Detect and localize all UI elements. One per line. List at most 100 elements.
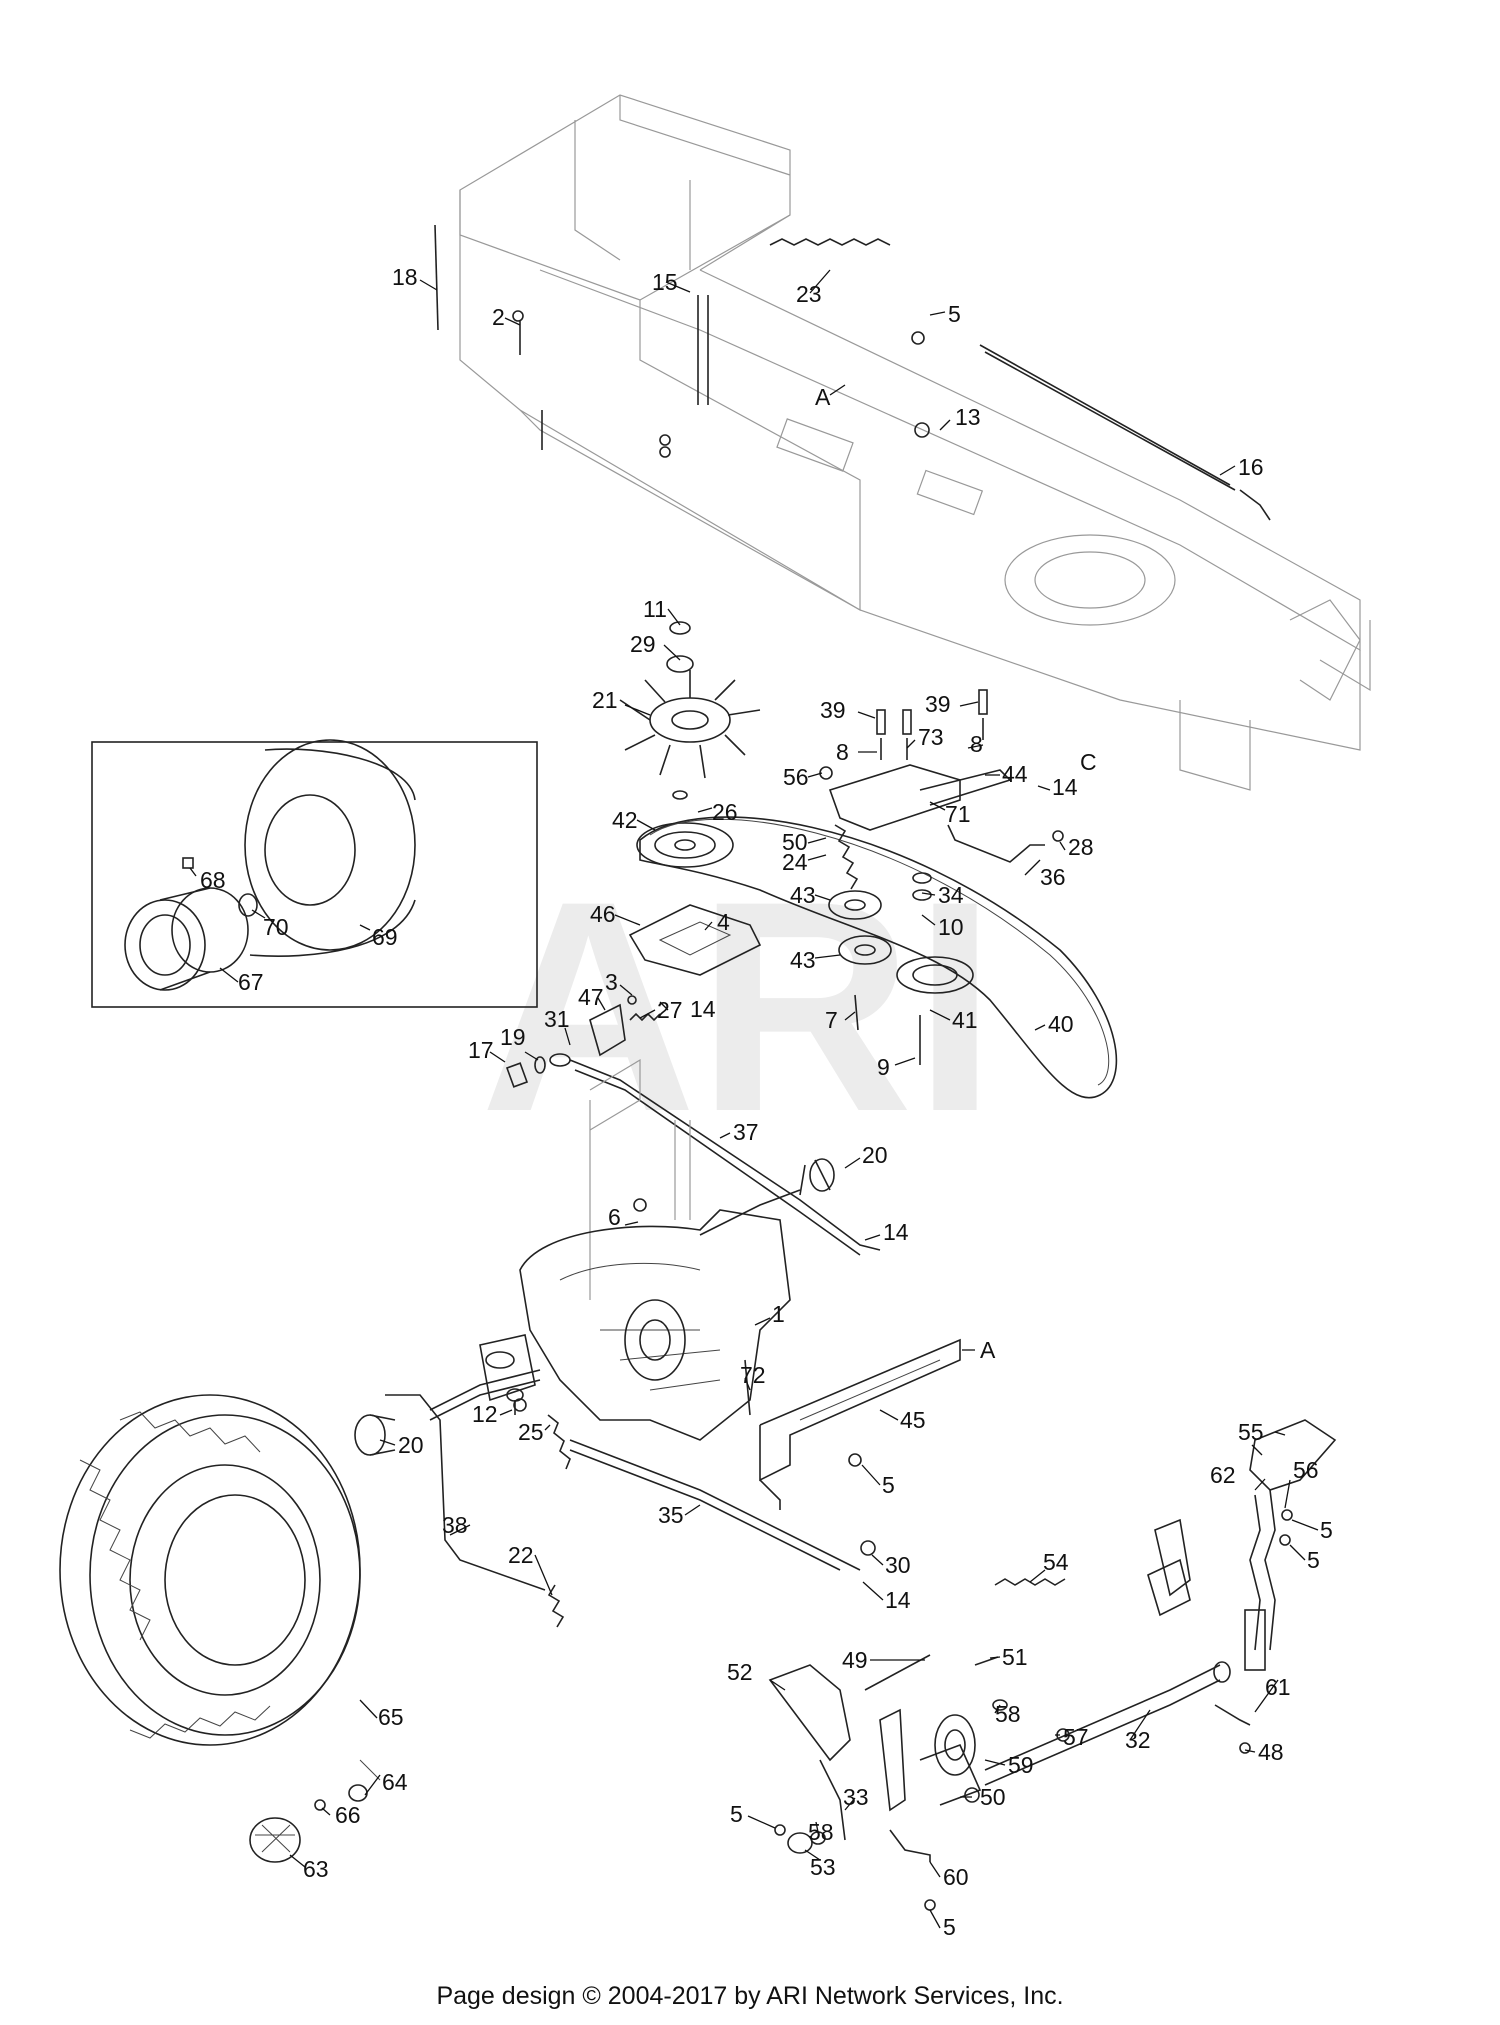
callout: 2 — [492, 304, 505, 330]
callout: 37 — [733, 1119, 759, 1145]
callout: 20 — [398, 1432, 424, 1458]
callout: 12 — [472, 1401, 498, 1427]
frame-hardware — [434, 224, 1271, 521]
callout: 5 — [882, 1472, 895, 1498]
callout: 43 — [790, 947, 816, 973]
callout: 6 — [608, 1204, 621, 1230]
callout: 7 — [825, 1007, 838, 1033]
callout: 28 — [1068, 834, 1094, 860]
callout: 69 — [372, 924, 398, 950]
callout: 5 — [1307, 1547, 1320, 1573]
callout: 61 — [1265, 1674, 1291, 1700]
callout: 49 — [842, 1647, 868, 1673]
callout: 62 — [1210, 1462, 1236, 1488]
callout: 10 — [938, 914, 964, 940]
callout: 39 — [820, 697, 846, 723]
callout: 14 — [1052, 774, 1078, 800]
callout: 20 — [862, 1142, 888, 1168]
callout: 56 — [1293, 1457, 1319, 1483]
callout: 19 — [500, 1024, 526, 1050]
callout: 55 — [1238, 1419, 1264, 1445]
callout: 8 — [970, 731, 983, 757]
callout: 38 — [442, 1512, 468, 1538]
callout: 54 — [1043, 1549, 1069, 1575]
callout: 58 — [808, 1819, 834, 1845]
callout: 13 — [955, 404, 981, 430]
tractor-frame — [459, 94, 1371, 791]
callout: 24 — [782, 849, 808, 875]
callout: 34 — [938, 882, 964, 908]
leader-lines — [189, 269, 1319, 1929]
callout: 9 — [877, 1054, 890, 1080]
callout: 30 — [885, 1552, 911, 1578]
callout: A — [815, 384, 831, 410]
callout: 50 — [980, 1784, 1006, 1810]
callout: 67 — [238, 969, 264, 995]
callout: 58 — [995, 1701, 1021, 1727]
callout: 63 — [303, 1856, 329, 1882]
callout: 14 — [690, 996, 716, 1022]
callout: 39 — [925, 691, 951, 717]
callout: 14 — [885, 1587, 911, 1613]
callout: 70 — [263, 914, 289, 940]
callout: 32 — [1125, 1727, 1151, 1753]
callout: 73 — [918, 724, 944, 750]
callout: 50 — [782, 829, 808, 855]
callout: 31 — [544, 1006, 570, 1032]
callout: 68 — [200, 867, 226, 893]
callout: 15 — [652, 269, 678, 295]
callout: 4 — [717, 909, 730, 935]
callout: 22 — [508, 1542, 534, 1568]
rear-wheel — [59, 1394, 381, 1863]
callout: 53 — [810, 1854, 836, 1880]
callout: 16 — [1238, 454, 1264, 480]
inset-wheel-detail — [91, 739, 538, 1008]
callout: 25 — [518, 1419, 544, 1445]
callout: 51 — [1002, 1644, 1028, 1670]
callout: 3 — [605, 969, 618, 995]
callout: 26 — [712, 799, 738, 825]
callout: 60 — [943, 1864, 969, 1890]
callout: 14 — [883, 1219, 909, 1245]
callout: 44 — [1002, 761, 1028, 787]
callout: 29 — [630, 631, 656, 657]
callout: 71 — [945, 801, 971, 827]
callout: 5 — [1320, 1517, 1333, 1543]
ari-watermark: ARI — [480, 838, 997, 1174]
callout: 47 — [578, 984, 604, 1010]
callout: 27 — [657, 997, 683, 1023]
callout: 45 — [900, 1407, 926, 1433]
transaxle-assembly — [354, 995, 961, 1628]
callout: 23 — [796, 281, 822, 307]
callout: 66 — [335, 1802, 361, 1828]
callout: 35 — [658, 1502, 684, 1528]
callout: 42 — [612, 807, 638, 833]
callout: 43 — [790, 882, 816, 908]
callout-labels: 18 2 15 23 5 A 13 16 11 29 21 39 8 73 39… — [200, 264, 1333, 1940]
callout: 40 — [1048, 1011, 1074, 1037]
callout: 1 — [772, 1301, 785, 1327]
copyright-footer: Page design © 2004-2017 by ARI Network S… — [436, 1982, 1064, 2010]
callout: C — [1080, 749, 1097, 775]
callout: 5 — [948, 301, 961, 327]
callout: 41 — [952, 1007, 978, 1033]
drive-belt-assembly — [619, 621, 1118, 1099]
callout: 8 — [836, 739, 849, 765]
callout: 59 — [1008, 1752, 1034, 1778]
callout: 57 — [1063, 1724, 1089, 1750]
callout: 5 — [730, 1801, 743, 1827]
callout: 48 — [1258, 1739, 1284, 1765]
callout: 65 — [378, 1704, 404, 1730]
callout: 72 — [740, 1362, 766, 1388]
callout: 36 — [1040, 864, 1066, 890]
callout: 64 — [382, 1769, 408, 1795]
callout: 18 — [392, 264, 418, 290]
callout: 11 — [643, 596, 667, 622]
callout: 21 — [592, 687, 618, 713]
callout: 33 — [843, 1784, 869, 1810]
callout: A — [980, 1337, 996, 1363]
callout: 52 — [727, 1659, 753, 1685]
callout: 5 — [943, 1914, 956, 1940]
callout: 46 — [590, 901, 616, 927]
